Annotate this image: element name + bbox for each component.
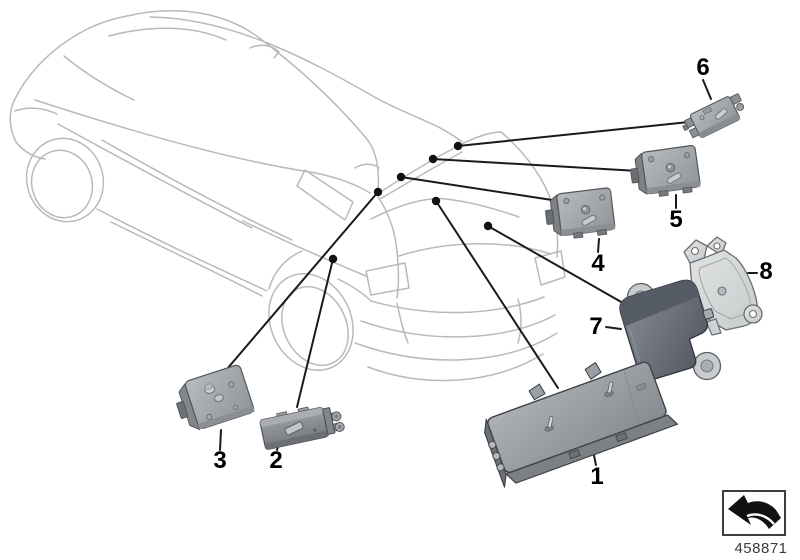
label-tick-4 [597, 238, 600, 253]
callout-dot-7 [483, 221, 493, 231]
part-7-graphic [619, 279, 722, 381]
leader-line-4 [400, 176, 553, 201]
part-5-graphic [630, 144, 701, 197]
leader-lines [219, 79, 758, 466]
part-4-graphic [545, 187, 616, 239]
callout-dot-1 [431, 196, 441, 206]
callout-label-4[interactable]: 4 [591, 250, 605, 277]
leader-line-7 [487, 225, 624, 304]
leader-line-2 [296, 258, 334, 408]
callout-label-7[interactable]: 7 [589, 313, 603, 340]
callout-dot-3 [373, 187, 383, 197]
figure-code: 458871 [734, 540, 788, 557]
leader-line-3 [226, 191, 379, 370]
leader-line-6 [457, 121, 690, 147]
callout-label-1[interactable]: 1 [590, 463, 604, 490]
callout-dot-5 [428, 154, 438, 164]
part-3-graphic [176, 364, 255, 431]
callout-dot-6 [453, 141, 463, 151]
callout-dot-2 [328, 254, 338, 264]
bent-arrow-icon [722, 490, 786, 536]
label-tick-7 [605, 326, 622, 330]
label-tick-3 [219, 429, 222, 451]
callout-label-2[interactable]: 2 [269, 447, 283, 474]
callout-dot-4 [396, 172, 406, 182]
callout-label-3[interactable]: 3 [213, 447, 227, 474]
leader-line-5 [432, 158, 639, 172]
callout-label-8[interactable]: 8 [759, 258, 773, 285]
callout-label-6[interactable]: 6 [696, 54, 710, 81]
callout-label-5[interactable]: 5 [669, 206, 683, 233]
part-2-graphic [259, 406, 345, 450]
part-1-graphic [484, 361, 679, 488]
car-outline [9, 10, 566, 382]
label-tick-6 [702, 79, 712, 100]
leader-line-1 [435, 200, 559, 389]
callout-dots [328, 141, 493, 264]
part-6-graphic [682, 93, 745, 139]
